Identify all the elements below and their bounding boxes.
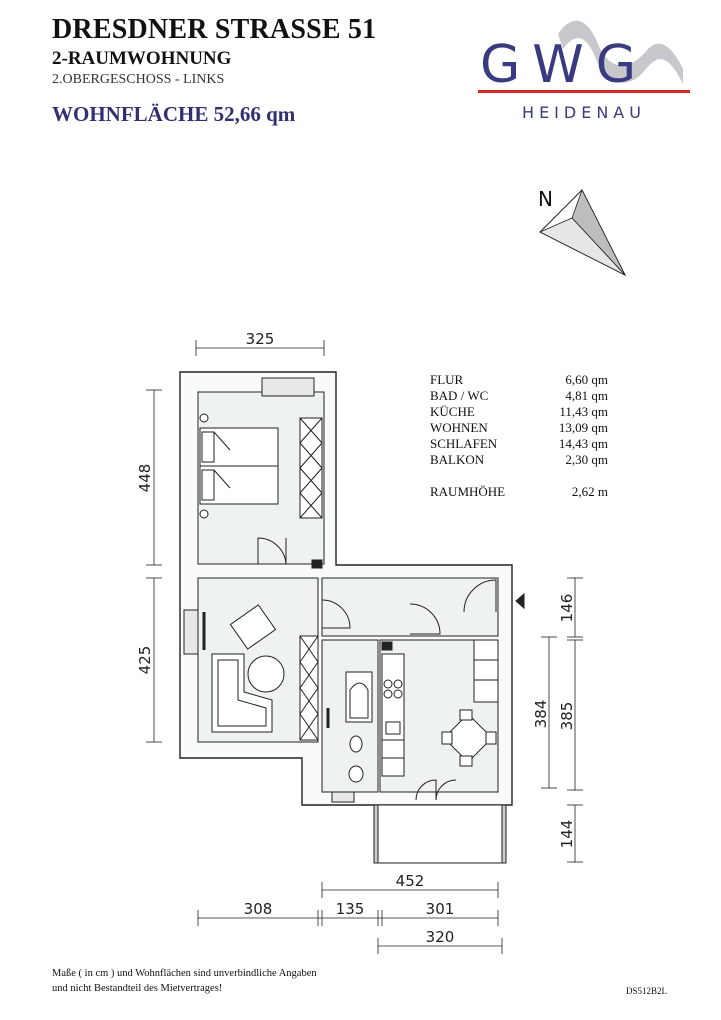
coffee-table bbox=[247, 655, 285, 693]
gwg-logo: GWG HEIDENAU bbox=[478, 20, 690, 122]
dim-left-upper: 448 bbox=[136, 464, 154, 493]
room-flur bbox=[321, 577, 499, 637]
door-schlafen bbox=[257, 537, 287, 565]
dim-bottom-mid: 135 bbox=[336, 900, 365, 918]
dim-right-kitchen-a: 384 bbox=[532, 700, 550, 729]
disclaimer: Maße ( in cm ) und Wohnflächen sind unve… bbox=[52, 968, 317, 994]
door-entry bbox=[463, 579, 497, 613]
dim-right-balcony: 144 bbox=[558, 820, 576, 849]
entry-marker bbox=[515, 592, 525, 610]
dim-bottom-total: 452 bbox=[396, 872, 425, 890]
kitchen-cabinet bbox=[473, 639, 499, 703]
floor-label: 2.OBERGESCHOSS - LINKS bbox=[52, 72, 225, 87]
north-arrow: N bbox=[538, 187, 627, 277]
armchair bbox=[229, 604, 277, 650]
dim-left-lower: 425 bbox=[136, 646, 154, 675]
wardrobe-wohnen bbox=[299, 635, 319, 741]
door-balcony bbox=[415, 779, 457, 801]
dining-table bbox=[443, 713, 493, 763]
dim-right-kitchen-b: 385 bbox=[558, 702, 576, 731]
logo-letters: GWG bbox=[480, 35, 648, 95]
toilet bbox=[348, 765, 364, 783]
door-kueche bbox=[409, 603, 441, 635]
window-wohnen bbox=[183, 609, 199, 655]
window-bad bbox=[331, 791, 355, 803]
dim-bottom-left: 308 bbox=[244, 900, 273, 918]
north-label: N bbox=[538, 187, 553, 211]
kitchen-counter bbox=[381, 653, 405, 777]
dim-bottom-balcony: 320 bbox=[426, 928, 455, 946]
wardrobe-schlafen bbox=[299, 417, 323, 519]
apartment-type: 2-RAUMWOHNUNG bbox=[52, 48, 232, 69]
logo-rule bbox=[478, 90, 690, 93]
washbasin bbox=[349, 735, 363, 753]
logo-town: HEIDENAU bbox=[522, 103, 646, 122]
logo-swoosh bbox=[558, 20, 683, 84]
living-area: WOHNFLÄCHE 52,66 qm bbox=[52, 102, 296, 126]
balcony bbox=[377, 804, 503, 864]
door-wohnen bbox=[321, 599, 351, 629]
document-id: DS512B2L bbox=[626, 986, 668, 996]
dim-top: 325 bbox=[246, 330, 275, 348]
window-schlafen bbox=[261, 377, 315, 397]
street-title: DRESDNER STRASSE 51 bbox=[52, 14, 377, 45]
dim-right-entry: 146 bbox=[558, 594, 576, 623]
dim-bottom-right: 301 bbox=[426, 900, 455, 918]
